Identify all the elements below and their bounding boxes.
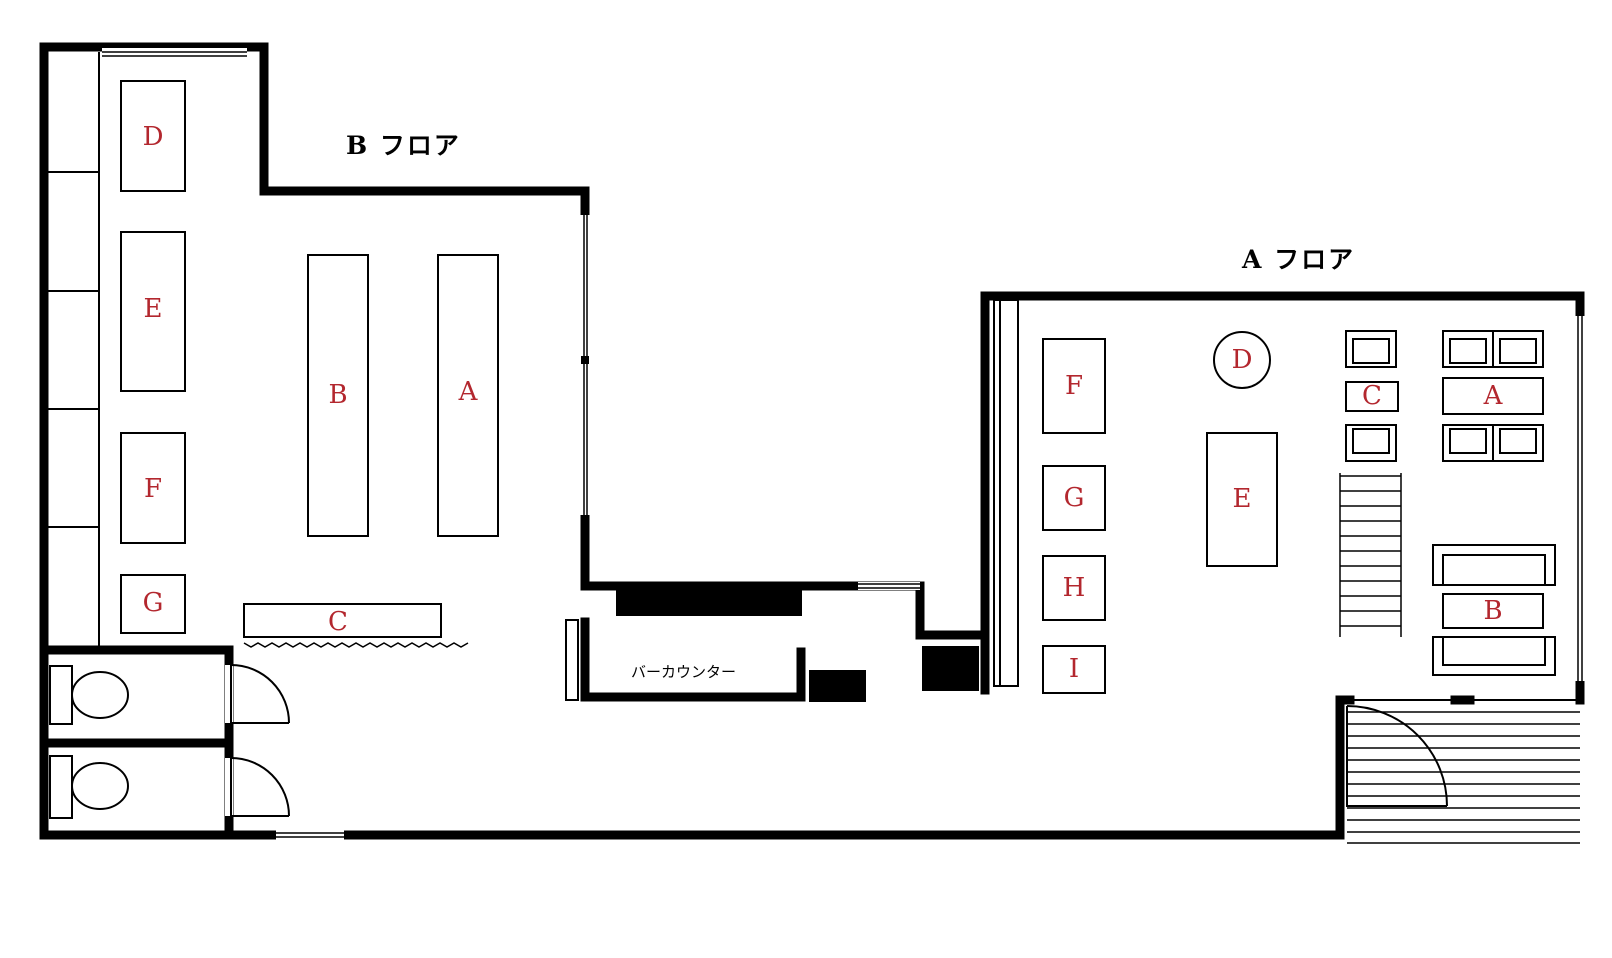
windows: [102, 48, 1585, 840]
a-table-h-label: H: [1063, 573, 1086, 603]
b-table-a[interactable]: A: [437, 254, 499, 537]
a-floor-right-window: [1575, 316, 1585, 681]
toilet-1: [49, 665, 129, 725]
toilet-2: [49, 755, 129, 819]
b-table-e-label: E: [144, 294, 163, 324]
a-table-c[interactable]: C: [1345, 330, 1399, 462]
restroom-door-2[interactable]: [230, 757, 290, 817]
sofa: [1432, 544, 1556, 586]
restrooms: [39, 645, 290, 840]
b-table-b[interactable]: B: [307, 254, 369, 537]
b-table-f[interactable]: F: [120, 432, 186, 544]
chair: [1442, 424, 1494, 462]
sofa: [1432, 636, 1556, 676]
a-table-a[interactable]: A: [1442, 330, 1544, 462]
a-table-c-label: C: [1362, 381, 1382, 411]
bar-window: [858, 582, 920, 590]
a-table-h[interactable]: H: [1042, 555, 1106, 621]
a-table-f-label: F: [1065, 371, 1083, 401]
restroom-door-1[interactable]: [230, 664, 290, 724]
a-table-a-label: A: [1483, 381, 1504, 411]
a-table-i-label: I: [1069, 654, 1079, 684]
entrance-door[interactable]: [1346, 705, 1448, 807]
a-floor-tables: F G H I D E C: [1042, 330, 1556, 694]
b-table-a-label: A: [458, 377, 479, 407]
b-table-d-label: D: [143, 122, 164, 152]
a-table-d-label: D: [1232, 345, 1253, 375]
b-table-c[interactable]: C: [243, 603, 469, 648]
a-table-i[interactable]: I: [1042, 645, 1106, 694]
a-table-b[interactable]: B: [1432, 544, 1556, 676]
bar-end-panel: [565, 619, 579, 701]
a-table-f[interactable]: F: [1042, 338, 1106, 434]
b-table-g[interactable]: G: [120, 574, 186, 634]
bar-area: バーカウンター: [565, 590, 979, 702]
a-table-e[interactable]: E: [1206, 432, 1278, 567]
b-floor-right-window: [580, 215, 590, 515]
entrance: [1340, 695, 1580, 844]
b-floor-tables: D E F G B A C: [120, 80, 499, 648]
b-floor-outer-wall: [259, 42, 1585, 705]
terrace-deck: [1347, 711, 1580, 844]
left-outer-wall: [39, 42, 1355, 840]
chair: [1492, 330, 1544, 368]
a-floor-bench-seat: [993, 299, 1019, 687]
b-table-b-label: B: [328, 380, 347, 410]
chair: [1345, 330, 1397, 368]
a-table-b-label: B: [1483, 596, 1502, 626]
storage-block: [922, 646, 979, 691]
a-table-g[interactable]: G: [1042, 465, 1106, 531]
b-table-c-label: C: [328, 607, 348, 637]
top-window: [102, 48, 247, 58]
bar-counter-label: バーカウンター: [631, 663, 736, 681]
b-floor-bench: [48, 52, 100, 650]
bar-equipment: [809, 670, 866, 702]
chair: [1442, 330, 1494, 368]
b-table-e[interactable]: E: [120, 231, 186, 392]
a-floor-bench: [980, 291, 1019, 695]
staircase: [1339, 473, 1402, 637]
a-floor-title: A フロア: [1241, 245, 1355, 274]
b-table-d[interactable]: D: [120, 80, 186, 192]
b-table-f-label: F: [144, 474, 162, 504]
chair: [1345, 424, 1397, 462]
b-floor-title: B フロア: [346, 131, 461, 160]
a-table-d[interactable]: D: [1213, 331, 1271, 389]
back-bar-shelf: [616, 590, 802, 616]
a-table-g-label: G: [1064, 483, 1085, 513]
curtain-zigzag: [243, 642, 469, 648]
b-table-g-label: G: [143, 588, 164, 618]
bar-counter: [580, 617, 806, 702]
a-table-e-label: E: [1233, 484, 1252, 514]
chair: [1492, 424, 1544, 462]
bottom-window: [276, 830, 344, 840]
